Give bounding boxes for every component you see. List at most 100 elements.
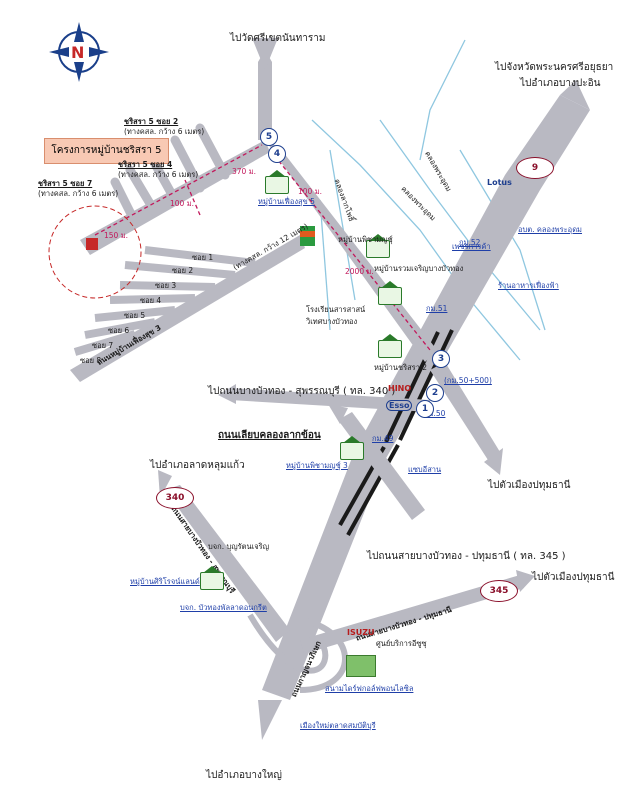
- place-golf: สนามไดร์ฟกอล์ฟพอนไลซิล: [325, 684, 414, 693]
- place-charisara2: หมู่บ้านชริสรา 2: [374, 363, 428, 372]
- dir-pathum-2: ไปตัวเมืองปทุมธานี: [532, 572, 615, 583]
- road-pathum: [430, 362, 500, 460]
- highway-340-badge: 340: [156, 487, 194, 509]
- place-tbl-office: อบต. คลองพระอุดม: [518, 225, 583, 234]
- dist-2000: 2000 ม.: [345, 267, 374, 276]
- place-fueangsuk5: หมู่บ้านเฟื่องสุข 5: [258, 197, 315, 206]
- hino-logo: HINO: [388, 384, 412, 393]
- soi-3: ซอย 3: [155, 281, 177, 290]
- canal-4: [419, 39, 466, 161]
- place-bunruan: บจก. บุญรัตนเจริญ: [208, 542, 270, 551]
- dir-340: ไปถนนบางบัวทอง - สุพรรณบุรี ( ทล. 340 ): [208, 386, 396, 397]
- golf-icon: [346, 655, 376, 677]
- road-340-arrow: [218, 384, 236, 404]
- road-fueangsuk3: [70, 235, 305, 382]
- canal-3: [379, 119, 541, 331]
- highway-main: [262, 95, 590, 700]
- place-isuzu-center: ศูนย์บริการอีซูซุ: [376, 639, 427, 648]
- compass-letter: N: [71, 43, 85, 62]
- place-phisan: หมู่บ้านพิชามญชุ์: [338, 235, 393, 244]
- house-icon: [340, 436, 364, 460]
- project-circle: [48, 205, 142, 299]
- interchange: [247, 613, 348, 693]
- dist-150: 150 ม.: [104, 231, 129, 240]
- soi-5: ซอย 5: [124, 311, 146, 320]
- km-50: กม.50: [424, 409, 446, 418]
- esso-logo: Esso: [386, 400, 413, 411]
- compass-icon: [49, 22, 109, 82]
- soi-2: ซอย 2: [172, 266, 194, 275]
- house-icon: [378, 334, 402, 358]
- junction-1: 1: [416, 400, 434, 418]
- km-52: กม.52: [459, 238, 481, 247]
- place-phisan3: หมู่บ้านพิชามญชุ์ 3: [286, 461, 348, 470]
- soi-4: ซอย 4: [140, 296, 162, 305]
- dist-100: 100 ม.: [170, 199, 195, 208]
- place-ruam: หมู่บ้านรวมเจริญบางบัวทอง: [374, 264, 464, 273]
- house-icon: [366, 234, 390, 258]
- soi-5-7: ชริสรา 5 ซอย 7: [38, 179, 93, 188]
- km-51: กม.51: [426, 304, 448, 313]
- fueangsuk-sois: [73, 246, 256, 356]
- junction-5: 5: [260, 128, 278, 146]
- place-saeb-isan: แซบอีสาน: [408, 465, 442, 474]
- canal-5: [459, 149, 546, 331]
- road-345-arrow: [516, 570, 535, 592]
- project-box: โครงการหมู่บ้านชริสรา 5: [44, 138, 169, 164]
- isuzu-logo: ISUZU: [347, 628, 375, 637]
- place-school-2: วิเทศบางบัวทอง: [306, 317, 358, 326]
- route-dashes: [94, 144, 431, 351]
- road-north: [258, 50, 272, 140]
- house-icon: [378, 281, 402, 305]
- dir-northeast-1: ไปจังหวัดพระนครศรีอยุธยา: [495, 62, 614, 73]
- highway-9-badge: 9: [516, 157, 554, 179]
- dir-north: ไปวัดศรีเขตนันทาราม: [230, 33, 326, 44]
- soi-1: ซอย 1: [192, 253, 214, 262]
- junction-2: 2: [426, 384, 444, 402]
- place-restaurant: ร้านอาหารเฟื่องฟ้า: [498, 281, 559, 290]
- highway-main-arrow: [560, 80, 590, 110]
- place-bangbua: บจก. บัวทองพัลลาดอนกรีต: [180, 603, 267, 612]
- dir-bang-yai: ไปอำเภอบางใหญ่: [206, 770, 282, 781]
- highway-345-badge: 345: [480, 580, 518, 602]
- project-marker: [86, 238, 98, 250]
- road-bypass-arrow: [328, 404, 348, 424]
- dir-lat-lum-kaeo: ไปอำเภอลาดหลุมแก้ว: [150, 460, 245, 471]
- dist-100b: 100 ม.: [298, 187, 323, 196]
- place-sirichon: หมู่บ้านศิริโรจน์แลนด์: [130, 577, 200, 586]
- dir-345: ไปถนนสายบางบัวทอง - ปทุมธานี ( ทล. 345 ): [367, 551, 566, 562]
- road-340-sw: [165, 485, 290, 642]
- place-school: โรงเรียนสารสาสน์: [306, 305, 366, 314]
- house-icon: [200, 566, 224, 590]
- canals: [311, 39, 546, 361]
- dir-pathum-1: ไปตัวเมืองปทุมธานี: [488, 480, 571, 491]
- road-pathum-arrow: [484, 448, 503, 475]
- road-345: [300, 575, 524, 654]
- dist-370: 370 ม.: [232, 167, 257, 176]
- junction-3: 3: [432, 350, 450, 368]
- km-49: กม.49: [372, 434, 394, 443]
- canal-6: [319, 199, 331, 331]
- lotus-logo: Lotus: [487, 178, 512, 187]
- road-north-arrow: [252, 38, 278, 70]
- canal-1: [311, 119, 521, 361]
- house-icon: [265, 170, 289, 194]
- road-340-west: [230, 388, 430, 412]
- place-market: เมืองใหม่ตลาดสมบัติบุรี: [300, 721, 376, 730]
- road-south-arrow: [258, 700, 282, 740]
- soi-5-4-sub: (ทางคสล. กว้าง 6 เมตร): [118, 170, 199, 179]
- soi-5-2-sub: (ทางคสล. กว้าง 6 เมตร): [124, 127, 205, 136]
- soi-7: ซอย 7: [92, 341, 114, 350]
- dir-northeast-2: ไปอำเภอบางปะอิน: [520, 78, 601, 89]
- soi-8: ซอย 8: [80, 356, 102, 365]
- soi-6: ซอย 6: [108, 326, 130, 335]
- soi-5-4: ชริสรา 5 ซอย 4: [118, 160, 173, 169]
- place-petchkarat: เพชรการค้า: [452, 242, 491, 251]
- soi-5-7-sub: (ทางคสล. กว้าง 6 เมตร): [38, 189, 119, 198]
- bypass-label: ถนนเลียบคลองลากข้อน: [218, 430, 321, 441]
- junction-4: 4: [268, 145, 286, 163]
- soi-5-2: ชริสรา 5 ซอย 2: [124, 117, 179, 126]
- km-50-500: (กม.50+500): [444, 376, 492, 385]
